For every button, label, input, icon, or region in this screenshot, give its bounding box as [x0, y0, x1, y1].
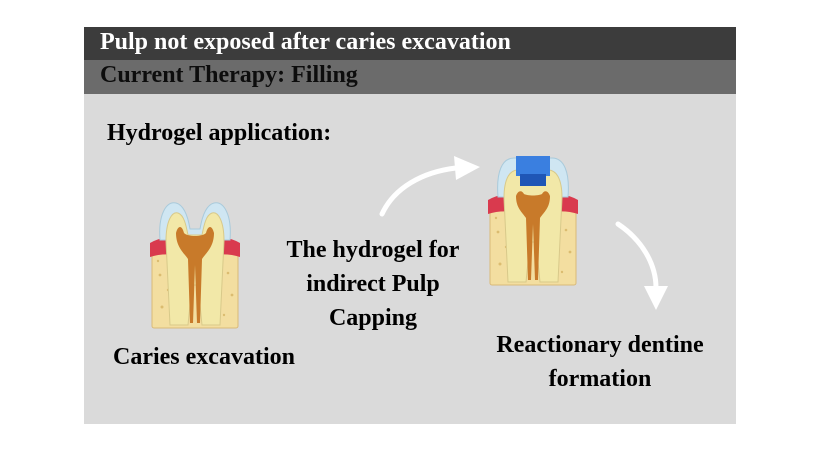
reactionary-dentine-label: Reactionary dentine formation	[496, 332, 704, 392]
hydrogel-label: The hydrogel for indirect Pulp Capping	[286, 237, 460, 331]
arrow-to-hydrogel-icon	[379, 156, 480, 217]
tooth-hydrogel-capped-icon	[488, 156, 578, 286]
caries-excavation-label: Caries excavation	[113, 344, 295, 370]
slide-title: Pulp not exposed after caries excavation	[100, 29, 511, 55]
section-label: Hydrogel application:	[107, 120, 332, 146]
title-bar	[84, 27, 736, 60]
subtitle-bar	[84, 60, 736, 94]
slide-subtitle: Current Therapy: Filling	[100, 62, 358, 88]
arrow-to-dentine-icon	[615, 221, 668, 310]
tooth-excavated-icon	[150, 202, 240, 329]
